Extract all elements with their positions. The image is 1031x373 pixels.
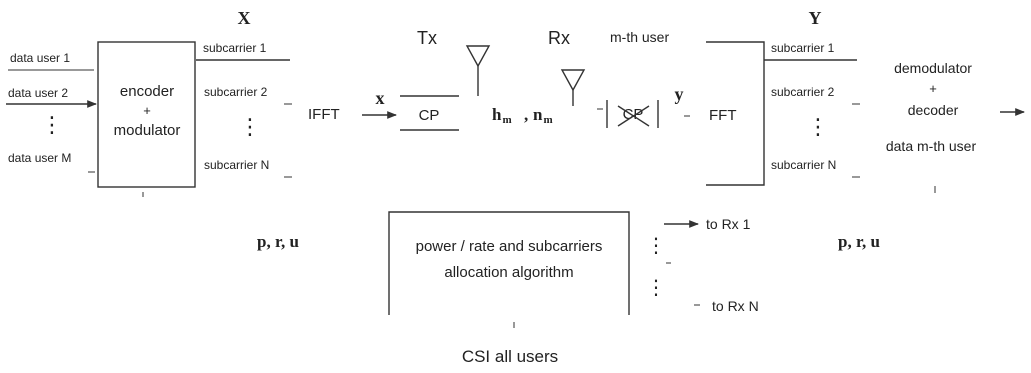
tx-antenna-icon [465,45,491,68]
csi-label: CSI all users [462,347,558,366]
to-rx-dots-lower: ⋮ [646,277,666,299]
input-label-user2: data user 2 [8,86,68,100]
tx-subcarrier-1: subcarrier 1 [203,41,267,55]
demodulator-label: demodulator [894,60,972,76]
input-label-user1: data user 1 [10,51,70,65]
cp-removed-strike-2 [617,105,650,127]
decoder-label: decoder [908,102,959,118]
demod-plus: + [929,81,937,96]
label-X: X [238,8,251,28]
channel-label-h: hm [492,105,512,126]
encoder-label: encoder [120,83,174,100]
to-rx-dots-upper: ⋮ [646,235,666,257]
input-label-userM: data user M [8,151,71,165]
cp-label: CP [419,107,440,124]
encoder-plus: + [143,103,151,118]
tx-subcarrier-dots: ⋮ [239,114,261,139]
encoder-modulator-block [97,41,196,188]
params-right: p, r, u [838,232,880,251]
rx-subcarrier-1: subcarrier 1 [771,41,835,55]
allocation-label-line1: power / rate and subcarriers [416,238,603,255]
allocation-algorithm-block [388,211,630,315]
channel-label-comma: , [524,105,528,124]
rx-subcarrier-dots: ⋮ [807,114,829,139]
label-Tx: Tx [417,28,437,48]
label-x: x [376,88,385,108]
to-rxN-label: to Rx N [712,298,759,314]
to-rx1-label: to Rx 1 [706,216,751,232]
fft-label: FFT [709,107,737,124]
allocation-label-line2: allocation algorithm [444,264,573,281]
channel-label-n: nm [533,105,553,126]
label-Rx: Rx [548,28,570,48]
modulator-label: modulator [114,122,181,139]
fft-block [706,41,765,186]
ifft-label: IFFT [308,106,340,123]
output-label: data m-th user [886,138,977,154]
tx-subcarrier-N: subcarrier N [204,158,269,172]
tx-subcarrier-2: subcarrier 2 [204,85,268,99]
label-mth-user: m-th user [610,29,669,45]
label-y: y [675,84,684,104]
label-Y: Y [809,8,822,28]
input-dots: ⋮ [41,112,63,137]
params-left: p, r, u [257,232,299,251]
rx-subcarrier-N: subcarrier N [771,158,836,172]
rx-subcarrier-2: subcarrier 2 [771,85,835,99]
rx-antenna-icon [560,69,586,92]
